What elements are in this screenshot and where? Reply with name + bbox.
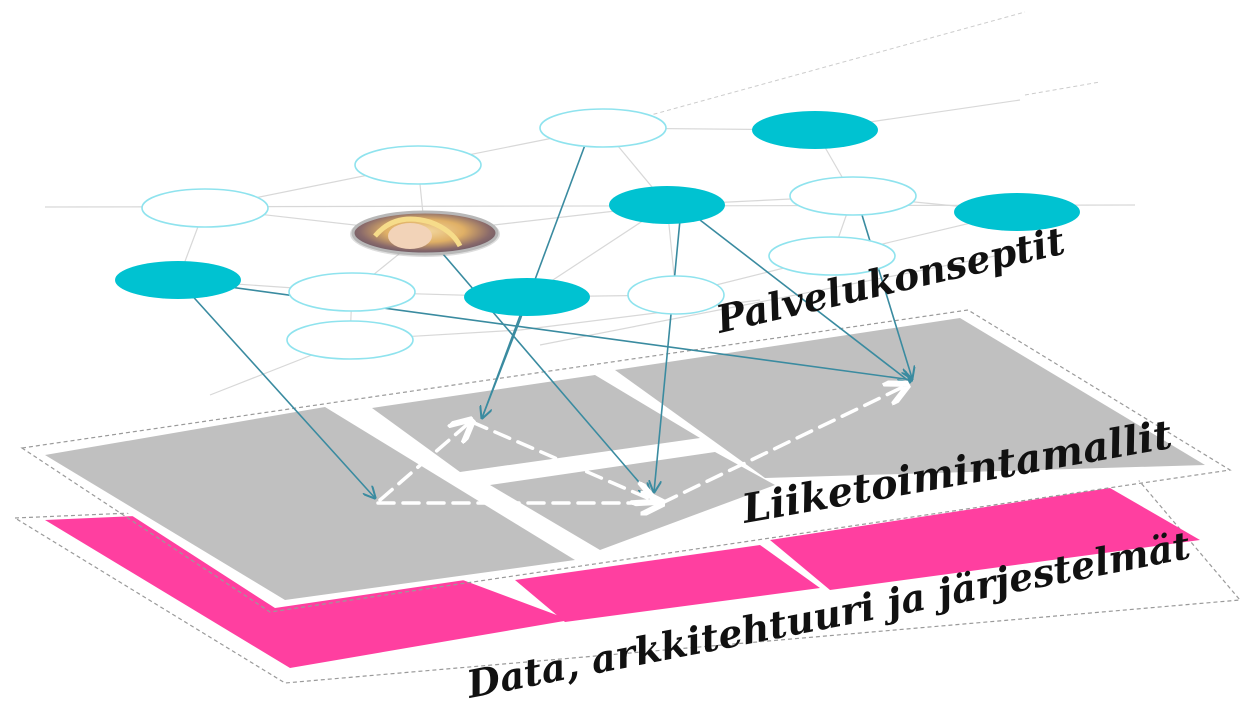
service-nodes — [115, 108, 1080, 360]
service-node-outline — [627, 275, 725, 315]
arrow — [177, 279, 375, 498]
service-node-filled — [115, 261, 241, 299]
avatar-photo-icon — [350, 210, 500, 257]
service-node-outline — [354, 145, 482, 185]
dashed-flow-arrows — [376, 386, 905, 505]
service-node-outline — [789, 176, 917, 216]
business-block-left — [45, 407, 575, 600]
service-layer-side-edge — [1024, 81, 1101, 96]
service-node-outline — [286, 320, 414, 360]
service-node-filled — [464, 278, 590, 316]
service-node-outline — [768, 236, 896, 276]
dashed-arrow — [470, 420, 652, 500]
business-layer-outline — [20, 309, 1232, 613]
arrow — [654, 219, 681, 492]
data-block-middle — [515, 545, 820, 622]
service-layer-top-edge — [639, 11, 1026, 119]
service-node-outline — [539, 108, 667, 148]
arrow — [481, 296, 528, 419]
arrow — [699, 219, 910, 382]
service-node-outline — [288, 272, 416, 312]
service-node-filled — [954, 193, 1080, 231]
dashed-arrow — [378, 422, 470, 502]
business-block-top-middle — [372, 375, 700, 472]
service-node-outline — [141, 188, 269, 228]
business-layer — [20, 309, 1232, 613]
dashed-arrow — [660, 386, 905, 505]
data-block-right — [770, 488, 1200, 590]
service-node-filled — [752, 111, 878, 149]
arrow — [424, 232, 650, 495]
service-node-filled — [609, 186, 725, 224]
